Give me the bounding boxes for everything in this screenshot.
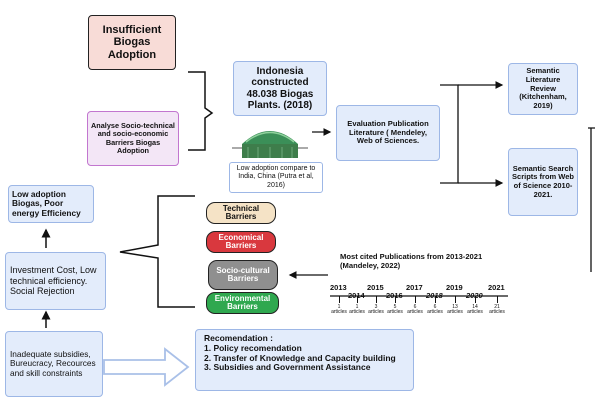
low-adoption-compare-label: Low adoption compare to India, China (Pu… <box>236 165 316 189</box>
semantic-search-box: Semantic Search Scripts from Web of Scie… <box>508 148 578 216</box>
timeline-year: 2020 <box>466 291 483 300</box>
brace-connector <box>188 71 214 151</box>
investment-box: Investment Cost, Low technical efficienc… <box>5 252 106 310</box>
timeline-count: 6 articles <box>427 304 443 316</box>
indonesia-label: Indonesia constructed 48.038 Biogas Plan… <box>246 65 314 112</box>
environmental-barriers-pill: Environmental Barriers <box>206 292 279 314</box>
inadequate-label: Inadequate subsidies, Bureucracy, Recour… <box>10 348 96 378</box>
timeline-year: 2018 <box>426 291 443 300</box>
timeline-tick <box>455 296 456 303</box>
biogas-dome-icon <box>232 131 308 158</box>
timeline-count: 21 articles <box>489 304 505 316</box>
socio-cultural-barriers-pill: Socio-cultural Barriers <box>208 260 278 290</box>
timeline-tick <box>376 296 377 303</box>
timeline-title: Most cited Publications from 2013-2021 (… <box>340 252 483 270</box>
timeline-count: 5 articles <box>387 304 403 316</box>
investment-label: Investment Cost, Low technical efficienc… <box>10 265 97 297</box>
timeline-tick <box>475 296 476 303</box>
semantic-review-label: Semantic Literature Review (Kitchenham, … <box>519 66 567 110</box>
technical-barriers-pill: Technical Barriers <box>206 202 276 224</box>
timeline-tick <box>339 296 340 303</box>
inadequate-box: Inadequate subsidies, Bureucracy, Recour… <box>5 331 103 397</box>
timeline-year: 2013 <box>330 283 347 292</box>
recommendation-item: 1. Policy recomendation <box>204 342 302 353</box>
low-adoption-label: Low adoption Biogas, Poor energy Efficie… <box>12 188 81 218</box>
evaluation-box: Evaluation Publication Literature ( Mend… <box>336 105 440 161</box>
recommendation-box: Recomendation : 1. Policy recomendation … <box>195 329 414 391</box>
timeline-count: 14 articles <box>467 304 483 316</box>
timeline-year: 2019 <box>446 283 463 292</box>
timeline-count: 6 articles <box>407 304 423 316</box>
insufficient-adoption-box: Insufficient Biogas Adoption <box>88 15 176 70</box>
economical-barriers-pill: Economical Barriers <box>206 231 276 253</box>
analyse-barriers-label: Analyse Socio-technical and socio-econom… <box>91 120 175 155</box>
recommendation-item: 2. Transfer of Knowledge and Capacity bu… <box>204 352 396 363</box>
timeline-tick <box>395 296 396 303</box>
semantic-review-box: Semantic Literature Review (Kitchenham, … <box>508 63 578 115</box>
analyse-barriers-box: Analyse Socio-technical and socio-econom… <box>87 111 179 166</box>
timeline-year: 2015 <box>367 283 384 292</box>
semantic-search-label: Semantic Search Scripts from Web of Scie… <box>512 163 574 199</box>
timeline-tick <box>415 296 416 303</box>
insufficient-adoption-label: Insufficient Biogas Adoption <box>102 23 162 61</box>
recommendation-item: 3. Subsidies and Government Assistance <box>204 362 371 373</box>
timeline-count: 3 articles <box>368 304 384 316</box>
timeline-count: 13 articles <box>447 304 463 316</box>
right-bracket <box>588 127 595 272</box>
recommendation-title: Recomendation : <box>204 333 273 343</box>
timeline-tick <box>497 296 498 303</box>
barriers-brace <box>119 195 195 308</box>
hollow-arrow-right-icon <box>103 347 190 387</box>
timeline-tick <box>357 296 358 303</box>
evaluation-label: Evaluation Publication Literature ( Mend… <box>347 118 429 146</box>
timeline-year: 2017 <box>406 283 423 292</box>
fork-connector <box>440 84 459 184</box>
timeline-tick <box>435 296 436 303</box>
timeline-year: 2021 <box>488 283 505 292</box>
timeline-year: 2016 <box>386 291 403 300</box>
timeline-year: 2014 <box>348 291 365 300</box>
indonesia-box: Indonesia constructed 48.038 Biogas Plan… <box>233 61 327 116</box>
timeline-count: 1 articles <box>349 304 365 316</box>
timeline-count: 1 articles <box>331 304 347 316</box>
low-adoption-compare-box: Low adoption compare to India, China (Pu… <box>229 162 323 193</box>
low-adoption-box: Low adoption Biogas, Poor energy Efficie… <box>8 185 94 223</box>
